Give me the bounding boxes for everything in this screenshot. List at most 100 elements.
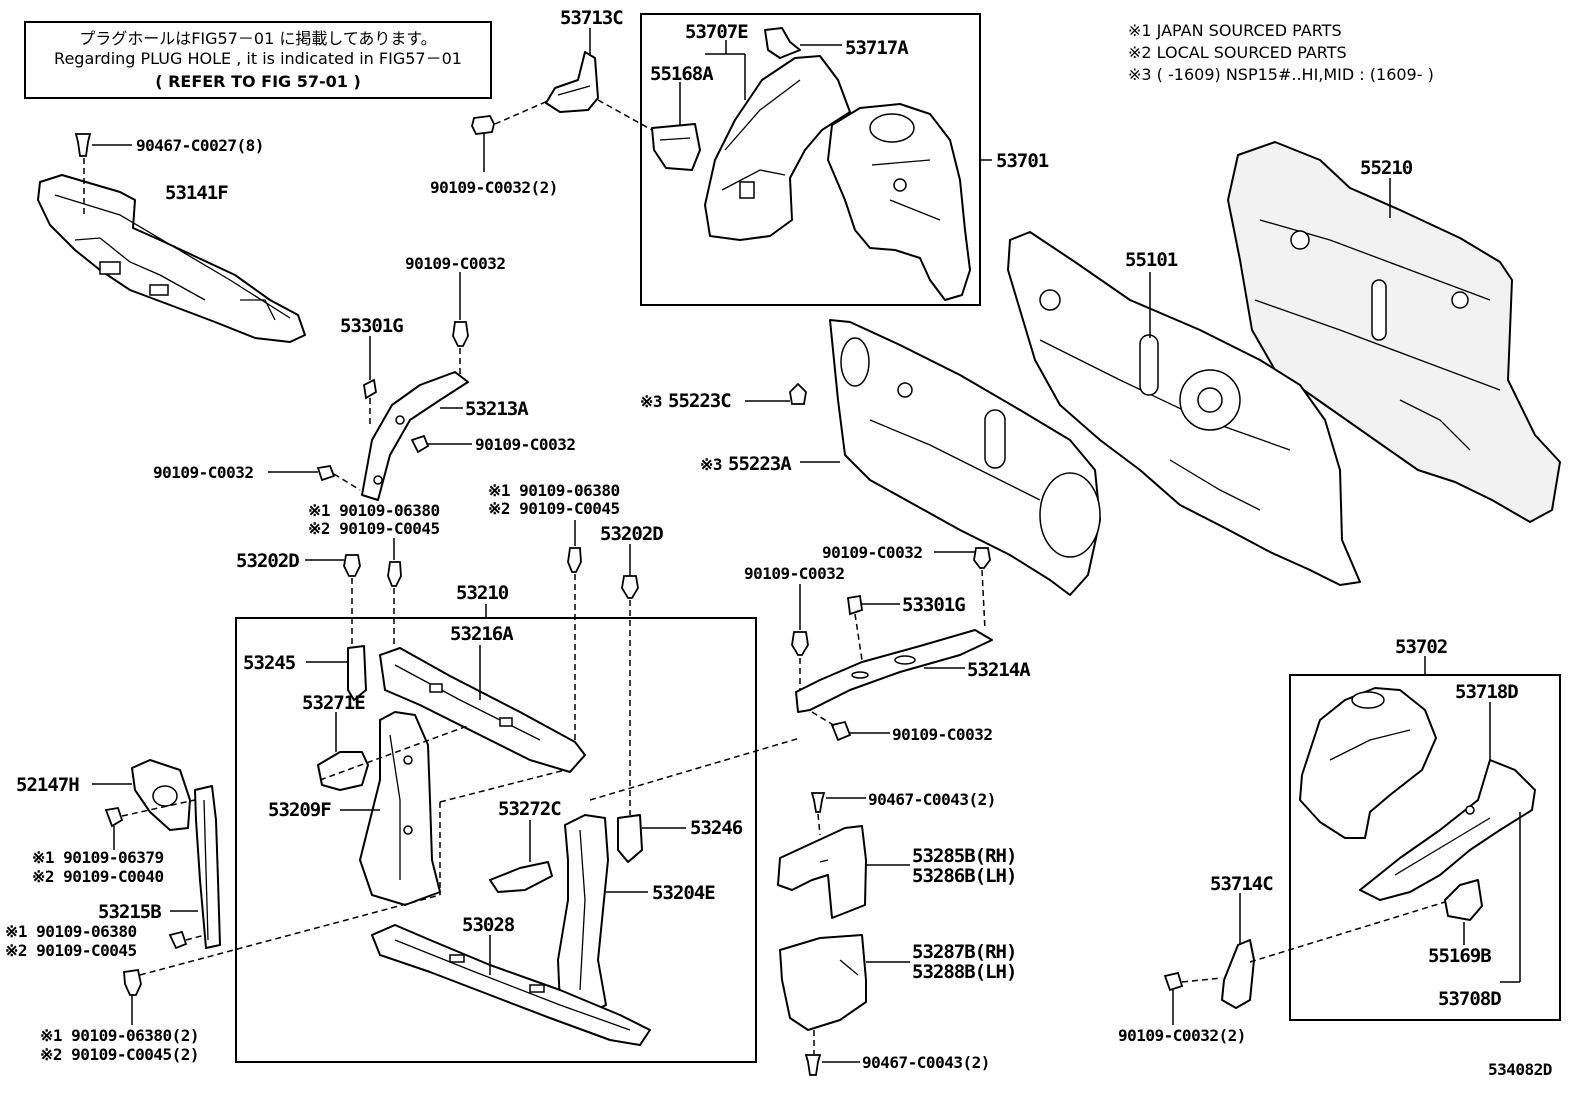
label-53717a: 53717A	[845, 37, 909, 59]
label-53287b: 53287B(RH)	[912, 941, 1016, 963]
label-55223c: 55223C	[668, 390, 731, 412]
label-53708d: 53708D	[1438, 988, 1501, 1010]
label-l1-06380-c: ※1 90109-06380	[5, 922, 137, 941]
label-l2-c0045-a: ※2 90109-C0045	[308, 519, 440, 538]
support-53216a	[379, 647, 586, 773]
label-53209f: 53209F	[268, 799, 331, 821]
bolt-06380-c	[168, 930, 206, 950]
bolt-06379	[104, 799, 196, 828]
bracket-53272c	[489, 861, 553, 893]
label-l1-06380-d: ※1 90109-06380(2)	[40, 1026, 199, 1045]
label-53210: 53210	[456, 582, 509, 604]
label-90467-c0027: 90467-C0027(8)	[136, 136, 264, 155]
cowl-cover-53141f	[37, 174, 306, 343]
silencer-55223a	[829, 319, 1101, 596]
support-53028	[371, 924, 651, 1046]
legend-line-3: ※3 ( -1609) NSP15#..HI,MID : (1609- )	[1128, 65, 1434, 84]
bracket-53245	[347, 645, 367, 701]
label-90109-c0032-a: 90109-C0032	[405, 254, 505, 273]
label-53701: 53701	[996, 150, 1049, 172]
label-90109-c0032-d: 90109-C0032	[822, 543, 922, 562]
label-53214a: 53214A	[967, 659, 1031, 681]
apron-53702	[1299, 687, 1437, 839]
bracket-52147h	[131, 759, 191, 831]
grommet-53301g-b	[846, 594, 863, 661]
apron-53707e	[704, 55, 851, 241]
dash-panel-55101	[1007, 231, 1361, 586]
label-mark3-b: ※3	[700, 455, 722, 474]
label-53288b: 53288B(LH)	[912, 961, 1016, 983]
label-55101: 55101	[1125, 249, 1178, 271]
label-mark3-a: ※3	[640, 392, 662, 411]
label-53272c: 53272C	[498, 798, 561, 820]
bolt-90467-c0027	[74, 133, 92, 215]
label-l1-06380-a: ※1 90109-06380	[308, 501, 440, 520]
label-55168a: 55168A	[650, 63, 714, 85]
label-53213a: 53213A	[465, 398, 529, 420]
bolt-90109-c0032-b	[410, 434, 430, 454]
label-53286b: 53286B(LH)	[912, 865, 1016, 887]
label-90109-c0032-f: 90109-C0032	[892, 725, 992, 744]
apron-main-53701	[827, 103, 971, 301]
brace-53214a	[795, 629, 993, 713]
label-90467-c0043-b: 90467-C0043(2)	[862, 1053, 990, 1072]
label-53285b: 53285B(RH)	[912, 845, 1016, 867]
label-90109-c0032-b: 90109-C0032	[475, 435, 575, 454]
bracket-53714c	[1221, 939, 1255, 1009]
bolt-06380-mid	[567, 547, 582, 740]
label-53702: 53702	[1395, 636, 1447, 658]
bolt-90109-c0032-c	[316, 464, 361, 491]
seal-53287b	[779, 934, 867, 1031]
legend-line-2: ※2 LOCAL SOURCED PARTS	[1128, 43, 1347, 62]
bolt-90109-c0032-d	[973, 547, 991, 631]
label-90467-c0043-a: 90467-C0043(2)	[868, 790, 996, 809]
bolt-90467-c0043-b	[804, 1030, 822, 1076]
label-l2-c0045-b: ※2 90109-C0045	[488, 499, 620, 518]
bolt-90109-c0032-top	[471, 99, 653, 172]
bracket-55169b	[1444, 879, 1483, 921]
part-labels: 53713C 53707E 53717A 55168A 53701 90467-…	[5, 7, 1552, 1079]
apron-53718d	[1359, 759, 1536, 901]
bolt-90109-c0032-e	[791, 631, 809, 690]
label-90109-c0032-e: 90109-C0032	[744, 564, 844, 583]
label-l2-c0045-c: ※2 90109-C0045	[5, 941, 137, 960]
support-53215b	[194, 785, 221, 949]
bolt-90467-c0043-a	[810, 792, 826, 836]
label-53714c: 53714C	[1210, 873, 1273, 895]
bracket-53246	[617, 814, 643, 863]
label-53718d: 53718D	[1455, 681, 1518, 703]
bolt-90109-c0032-bot	[1163, 901, 1446, 992]
assembly-line	[139, 894, 441, 976]
legend-line-1: ※1 JAPAN SOURCED PARTS	[1128, 21, 1342, 40]
label-53245: 53245	[243, 652, 296, 674]
label-53301g-a: 53301G	[340, 315, 403, 337]
label-55223a: 55223A	[728, 453, 792, 475]
dash-insulator-55210	[1227, 141, 1561, 523]
grommet-53301g-a	[363, 378, 377, 425]
label-53713c: 53713C	[560, 7, 623, 29]
bolt-90109-c0032-f	[811, 711, 852, 742]
bracket-53713c	[545, 51, 599, 113]
label-53202d-b: 53202D	[600, 523, 663, 545]
assembly-line	[589, 737, 801, 801]
figure-code: 534082D	[1488, 1060, 1552, 1079]
bolt-90109-c0032-a	[452, 321, 469, 376]
label-l2-c0045-d: ※2 90109-C0045(2)	[40, 1045, 199, 1064]
label-55210: 55210	[1360, 157, 1413, 179]
label-53246: 53246	[690, 817, 743, 839]
bolt-53202d-left	[343, 554, 361, 645]
label-53215b: 53215B	[98, 901, 161, 923]
note-line-2: Regarding PLUG HOLE , it is indicated in…	[54, 49, 462, 68]
label-53202d-a: 53202D	[236, 550, 299, 572]
bolt-06380-left	[387, 561, 402, 648]
label-53216a: 53216A	[450, 623, 514, 645]
plug-hole-note: プラグホールはFIG57－01 に掲載してあります。 Regarding PLU…	[24, 21, 492, 99]
label-53271e: 53271E	[302, 692, 365, 714]
label-l2-c0040: ※2 90109-C0040	[32, 867, 164, 886]
label-53301g-b: 53301G	[902, 594, 965, 616]
seal-53285b	[777, 825, 867, 919]
brace-53213a	[361, 371, 469, 501]
label-52147h: 52147H	[16, 774, 79, 796]
bolt-06380-d	[123, 968, 142, 996]
